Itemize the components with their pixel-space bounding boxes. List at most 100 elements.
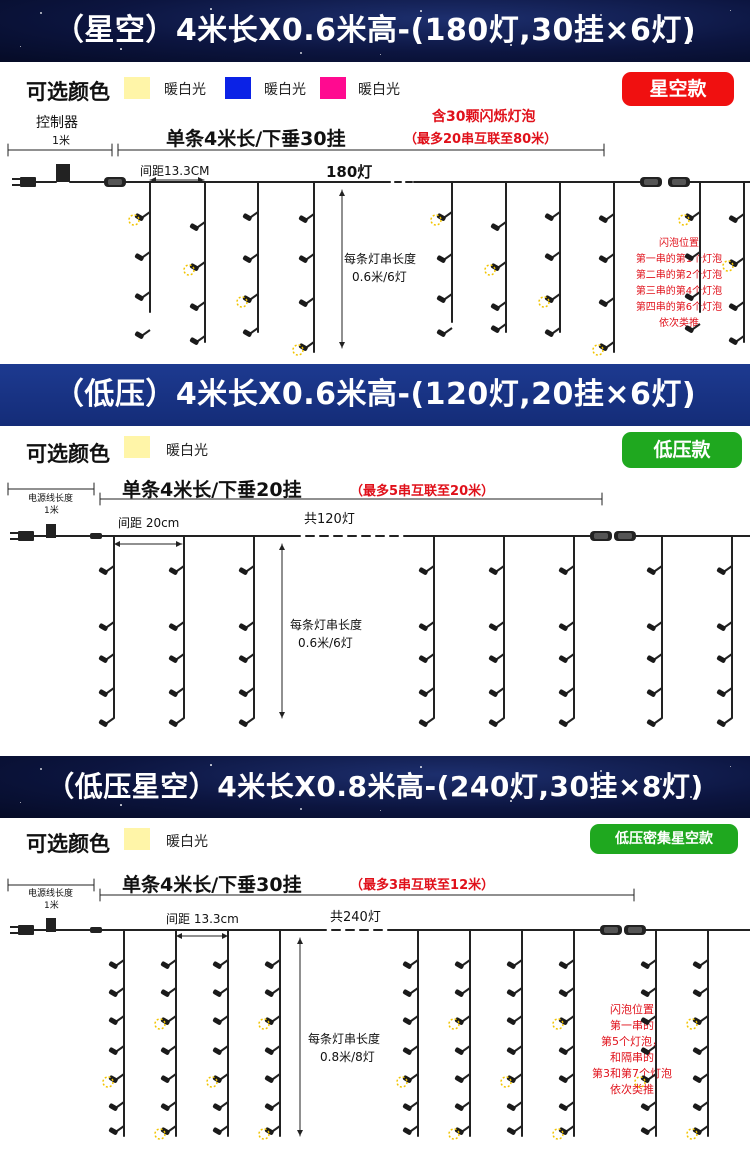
- section2-title: （低压）4米长X0.6米高-(120灯,20挂×6灯): [53, 377, 697, 412]
- spacing-label: 间距 13.3cm: [166, 912, 239, 926]
- bulb: [646, 567, 656, 575]
- bulb-stem: [176, 653, 185, 660]
- bulb-stem: [306, 213, 315, 220]
- bulb-stem: [462, 1045, 471, 1052]
- bulb-stem: [116, 1073, 125, 1080]
- bulb: [98, 623, 108, 631]
- bulb-stem: [724, 717, 733, 724]
- swatch-pink[interactable]: [320, 77, 346, 99]
- drop-length-arrow-head: [339, 190, 345, 196]
- bulb-stem: [692, 291, 701, 298]
- section3-banner: （低压星空）4米长X0.8米高-(240灯,30挂×8灯): [0, 756, 750, 818]
- badge-starry[interactable]: 星空款: [622, 72, 734, 106]
- bulb-stem: [566, 621, 575, 628]
- bulb: [264, 1075, 274, 1083]
- bulb: [640, 961, 650, 969]
- bulb-stem: [724, 621, 733, 628]
- flash-bulb-glow: [552, 1018, 564, 1030]
- strand-title: 单条4米长/下垂30挂: [166, 128, 346, 150]
- drop-length-value: 0.6米/6灯: [352, 270, 407, 284]
- spacing-label: 间距13.3CM: [140, 164, 210, 178]
- section2-colors-label: 可选颜色: [26, 442, 110, 466]
- bulb: [436, 295, 446, 303]
- bulb: [418, 623, 428, 631]
- bulb: [212, 1127, 222, 1135]
- bulb: [490, 223, 500, 231]
- bulb-stem: [272, 959, 281, 966]
- controller-label: 控制器: [36, 115, 78, 131]
- bulb-stem: [700, 1073, 709, 1080]
- bulb-stem: [272, 1101, 281, 1108]
- bulb: [490, 325, 500, 333]
- flash-note-line: 第三串的第4个灯泡: [635, 286, 723, 297]
- bulb-stem: [692, 211, 701, 218]
- bulb-stem: [496, 621, 505, 628]
- swatch-label: 暖白光: [166, 443, 208, 459]
- bulb: [160, 961, 170, 969]
- bulb-stem: [444, 211, 453, 218]
- bulb: [108, 1017, 118, 1025]
- bulb: [544, 253, 554, 261]
- swatch-warm-white[interactable]: [124, 436, 150, 458]
- bulb-stem: [220, 1045, 229, 1052]
- bulb-stem: [197, 301, 206, 308]
- flash-bulb-glow: [236, 296, 248, 308]
- bulb-stem: [168, 1015, 177, 1022]
- bulb: [684, 253, 694, 261]
- link-note: （最多5串互联至20米）: [350, 484, 495, 499]
- bulb-stem: [566, 959, 575, 966]
- bulb-stem: [272, 1015, 281, 1022]
- bulb-stem: [462, 1101, 471, 1108]
- bulb-stem: [566, 1101, 575, 1108]
- bulb-stem: [462, 1073, 471, 1080]
- badge-dense-starry[interactable]: 低压密集星空款: [590, 824, 738, 854]
- bulb: [646, 655, 656, 663]
- flash-note-line: 第一串的第1个灯泡: [635, 254, 723, 265]
- bulb: [264, 989, 274, 997]
- bulb-stem: [168, 959, 177, 966]
- bulb-stem: [176, 565, 185, 572]
- bulb-stem: [566, 687, 575, 694]
- swatch-blue[interactable]: [225, 77, 251, 99]
- bulb: [488, 689, 498, 697]
- bulb-stem: [692, 323, 701, 330]
- bulb-stem: [426, 621, 435, 628]
- bulb: [298, 255, 308, 263]
- bulb: [108, 1047, 118, 1055]
- bulb: [488, 567, 498, 575]
- flash-bulb-glow: [686, 1018, 698, 1030]
- bulb-stem: [566, 717, 575, 724]
- bulb: [436, 255, 446, 263]
- drop-length-label: 每条灯串长度: [290, 618, 363, 632]
- badge-low-voltage[interactable]: 低压款: [622, 432, 742, 468]
- connector-detail: [604, 927, 618, 933]
- bulb: [134, 293, 144, 301]
- bulb-stem: [106, 621, 115, 628]
- swatch-label: 暖白光: [164, 82, 206, 98]
- bulb: [242, 329, 252, 337]
- bulb-stem: [496, 717, 505, 724]
- bulb: [98, 567, 108, 575]
- bulb-stem: [496, 687, 505, 694]
- bulb: [402, 1047, 412, 1055]
- section1-colors-label: 可选颜色: [26, 80, 110, 104]
- bulb: [212, 1103, 222, 1111]
- bulb-stem: [220, 959, 229, 966]
- connector-detail: [672, 179, 686, 185]
- bulb: [160, 1075, 170, 1083]
- spacing-label: 间距 20cm: [118, 516, 180, 530]
- plug: [20, 177, 36, 187]
- bulb: [558, 961, 568, 969]
- bulb-stem: [410, 959, 419, 966]
- bulb: [640, 1017, 650, 1025]
- bulb-stem: [444, 327, 453, 334]
- swatch-warm-white[interactable]: [124, 828, 150, 850]
- bulb-stem: [514, 1101, 523, 1108]
- star-decoration: [120, 804, 122, 806]
- bulb: [212, 1017, 222, 1025]
- section1-diagram: [7, 143, 750, 356]
- bulb-stem: [168, 1125, 177, 1132]
- bulb-stem: [426, 565, 435, 572]
- bulb-stem: [552, 251, 561, 258]
- swatch-warm-white[interactable]: [124, 77, 150, 99]
